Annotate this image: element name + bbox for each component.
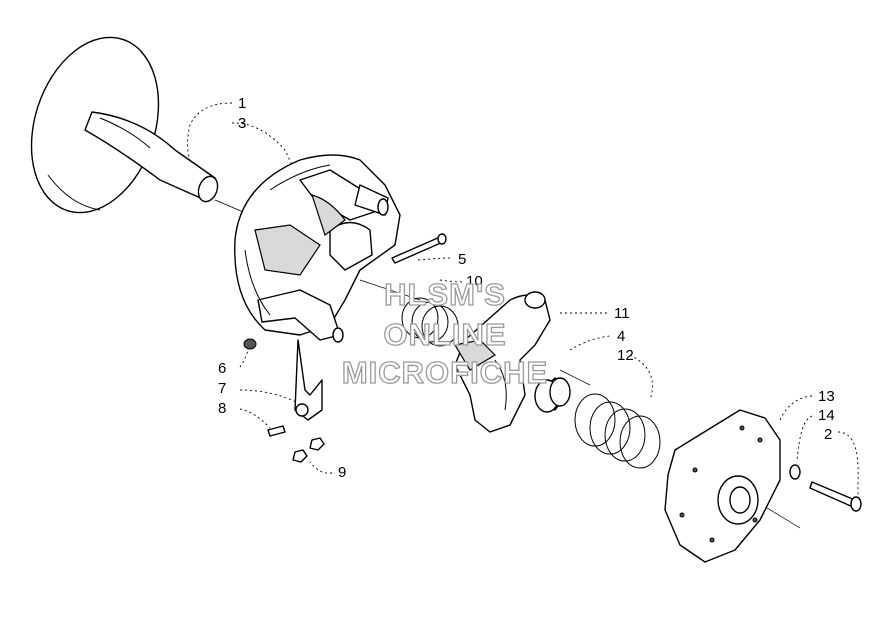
callout-9: 9 — [338, 464, 346, 481]
part-10-spring — [401, 297, 459, 347]
callout-3: 3 — [238, 115, 246, 132]
part-11-cam — [454, 291, 551, 433]
watermark-line-2: ONLINE — [383, 317, 506, 352]
callout-11: 11 — [614, 305, 630, 322]
part-6-nut — [243, 338, 257, 350]
callout-1: 1 — [238, 95, 246, 112]
callout-labels: 1 3 5 10 11 4 12 6 7 8 9 13 14 2 — [218, 95, 835, 481]
callout-5: 5 — [458, 251, 466, 268]
callout-8: 8 — [218, 400, 226, 417]
watermark-line-3: MICROFICHE — [342, 355, 548, 390]
part-7-arm — [294, 339, 323, 421]
part-12-spring — [574, 393, 661, 469]
callout-4: 4 — [617, 328, 625, 345]
part-9-nuts — [292, 437, 325, 463]
callout-10: 10 — [466, 273, 483, 290]
part-14-washer — [789, 464, 801, 480]
part-2-bolt — [809, 481, 862, 512]
callout-2: 2 — [824, 426, 832, 443]
part-13-cover — [664, 409, 781, 563]
part-8-pin — [267, 425, 286, 437]
leader-lines — [187, 102, 859, 495]
watermark-line-1: HLSM'S — [384, 277, 506, 312]
watermark: HLSM'S ONLINE MICROFICHE — [341, 276, 548, 390]
spider-housing — [234, 154, 401, 343]
callout-12: 12 — [617, 347, 634, 364]
callout-7: 7 — [218, 380, 226, 397]
callout-13: 13 — [818, 388, 835, 405]
callout-6: 6 — [218, 360, 226, 377]
fixed-sheave — [30, 36, 219, 214]
callout-14: 14 — [818, 407, 835, 424]
part-5-bolt — [391, 233, 447, 264]
part-4-bushing — [534, 377, 571, 413]
